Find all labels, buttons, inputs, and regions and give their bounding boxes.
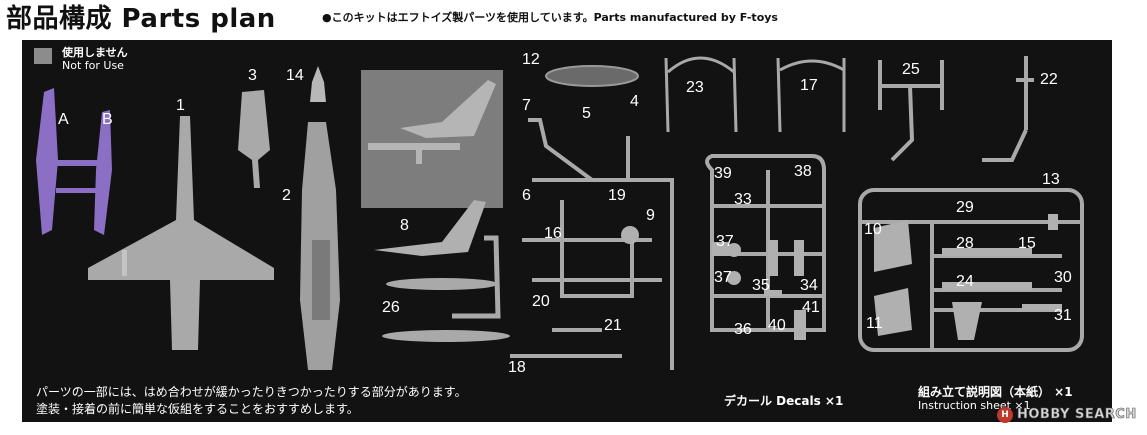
part-label-16: 16 xyxy=(544,225,562,242)
part-25-gear-strut xyxy=(878,60,944,162)
sprue-middle-parts xyxy=(712,240,806,340)
part-label-37-upper: 37 xyxy=(716,233,734,250)
part-23-landing-gear xyxy=(664,56,738,133)
assembly-note-line-2: 塗装・接着の前に簡単な仮組をすることをおすすめします。 xyxy=(36,402,359,416)
part-1-fuselage xyxy=(88,116,274,350)
part-label-2: 2 xyxy=(282,187,291,204)
part-label-b: B xyxy=(102,111,113,128)
page-title: 部品構成 Parts plan xyxy=(6,4,276,34)
part-label-12: 12 xyxy=(522,51,540,68)
part-label-19: 19 xyxy=(608,187,626,204)
part-label-33: 33 xyxy=(734,191,752,208)
not-for-use-swatch xyxy=(34,48,52,64)
part-label-28: 28 xyxy=(956,235,974,252)
part-label-14: 14 xyxy=(286,67,304,84)
parts-plan-sheet: 使用しません Not for Use A B 1 2 3 14 8 26 12 … xyxy=(22,40,1112,422)
part-label-11: 11 xyxy=(866,315,883,332)
part-label-39: 39 xyxy=(714,165,732,182)
part-label-8: 8 xyxy=(400,217,409,234)
part-label-31: 31 xyxy=(1054,307,1072,324)
part-label-37-lower: 37 xyxy=(714,269,732,286)
part-label-36: 36 xyxy=(734,321,752,338)
legend-not-for-use-en: Not for Use xyxy=(62,59,124,72)
page-header: 部品構成 Parts plan ●このキットはエフトイズ製パーツを使用しています… xyxy=(0,0,1147,40)
sprue-right-parts xyxy=(874,214,1062,340)
part-label-25: 25 xyxy=(902,61,920,78)
part-label-30: 30 xyxy=(1054,269,1072,286)
part-label-20: 20 xyxy=(532,293,550,310)
watermark-text: HOBBY SEARCH xyxy=(1017,407,1137,423)
sprue-8-26 xyxy=(374,200,510,342)
hobby-search-watermark: H HOBBY SEARCH xyxy=(997,406,1147,426)
part-2-fuselage-half xyxy=(300,122,340,370)
part-label-17: 17 xyxy=(800,77,818,94)
sprue-round-part xyxy=(621,226,639,244)
part-label-22: 22 xyxy=(1040,71,1058,88)
hobby-search-logo-icon: H xyxy=(997,407,1013,423)
purple-parts-ab xyxy=(36,88,112,235)
instruction-sheet-jp: 組み立て説明図（本紙） ×1 xyxy=(918,385,1073,399)
part-label-6: 6 xyxy=(522,187,531,204)
sprue-tree-small-parts xyxy=(510,118,674,370)
part-label-29: 29 xyxy=(956,199,974,216)
part-label-38: 38 xyxy=(794,163,812,180)
part-3-cockpit xyxy=(238,90,270,188)
part-17-landing-gear xyxy=(776,57,846,133)
assembly-note-line-1: パーツの一部には、はめ合わせが緩かったりきつかったりする部分があります。 xyxy=(36,385,467,399)
part-22-gear-strut xyxy=(982,56,1034,162)
part-label-35: 35 xyxy=(752,277,770,294)
part-label-41: 41 xyxy=(802,299,820,316)
part-label-24: 24 xyxy=(956,273,974,290)
part-label-4: 4 xyxy=(630,93,639,110)
legend-not-for-use-jp: 使用しません xyxy=(62,46,128,59)
part-label-a: A xyxy=(58,111,69,128)
part-label-34: 34 xyxy=(800,277,818,294)
part-label-3: 3 xyxy=(248,67,257,84)
decals-count: デカール Decals ×1 xyxy=(724,394,844,408)
part-label-18: 18 xyxy=(508,359,526,376)
part-14-nose-cone xyxy=(310,66,326,102)
part-label-40: 40 xyxy=(768,317,786,334)
part-12-canopy xyxy=(545,65,639,87)
page-subtitle: ●このキットはエフトイズ製パーツを使用しています。Parts manufactu… xyxy=(322,11,778,24)
part-label-15: 15 xyxy=(1018,235,1036,252)
part-label-1: 1 xyxy=(176,97,185,114)
part-label-5: 5 xyxy=(582,105,591,122)
part-label-9: 9 xyxy=(646,207,655,224)
parts-illustration xyxy=(36,56,1084,370)
not-for-use-part-box xyxy=(361,70,503,208)
part-label-10: 10 xyxy=(864,221,882,238)
part-label-21: 21 xyxy=(604,317,622,334)
part-label-23: 23 xyxy=(686,79,704,96)
part-label-13: 13 xyxy=(1042,171,1060,188)
part-label-26: 26 xyxy=(382,299,400,316)
part-label-7: 7 xyxy=(522,97,531,114)
